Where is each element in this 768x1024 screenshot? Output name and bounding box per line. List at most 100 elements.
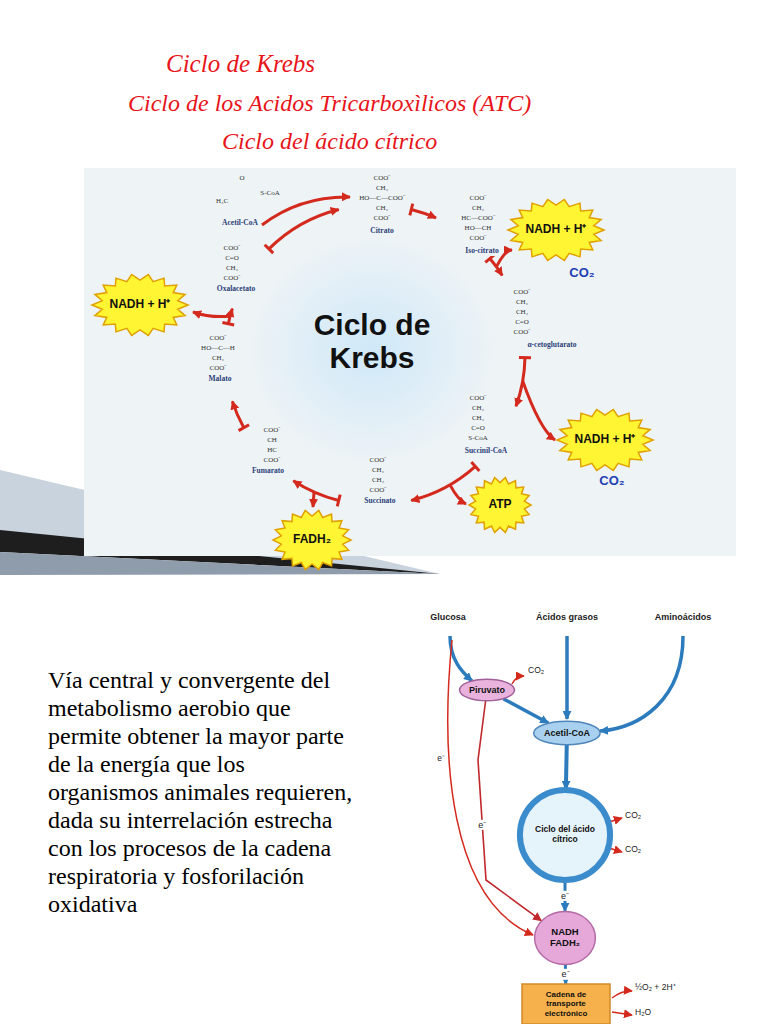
structure-formula: HO—C—H [200, 344, 236, 352]
structure-formula: COO⁻ [469, 234, 488, 242]
acetyl-coa-ellipse: Acetil-CoA [533, 721, 601, 745]
node-text: NADH + H⁺ [574, 433, 635, 447]
acetyl-entry-arrow [262, 197, 350, 225]
molecule-name: Fumarato [251, 467, 285, 476]
structure-formula: CH [266, 436, 278, 444]
node-text: NADH + H⁺ [525, 223, 586, 237]
electron-transport-box: Cadena de transporte electrónico [522, 984, 610, 1024]
structure-formula: C=O [224, 254, 240, 262]
nadh-starburst: NADH + H⁺ [92, 274, 188, 336]
node-text-block: NADH FADH₂ [547, 927, 583, 949]
node-text: ATP [488, 498, 511, 512]
edge-label: e⁻ [560, 891, 570, 901]
node-text-block: Ciclo del ácido cítrico [534, 825, 596, 845]
oxygen-arrow [612, 991, 632, 998]
star-shape [508, 199, 604, 260]
structure-formula: COO⁻ [373, 214, 392, 222]
molecule-name: Oxalacetato [216, 285, 256, 294]
cycle-arrow-tail [265, 245, 273, 253]
body-paragraph: Vía central y convergente del metabolism… [48, 666, 360, 918]
cycle-center-label: Ciclo de Krebs [297, 308, 447, 374]
node-text: Cadena de transporte electrónico [528, 990, 604, 1018]
structure-formula: CH₂ [515, 308, 529, 316]
electron-carrier-circle: NADH FADH₂ [534, 911, 596, 965]
structure-formula: COO⁻ [263, 426, 282, 434]
cycle-arrow-tail [519, 356, 531, 359]
branch-arrow [193, 312, 230, 317]
structure-formula: CH₂ [471, 204, 485, 212]
subtitle-line: Ciclo de los Acidos Tricarboxìlicos (ATC… [128, 90, 531, 118]
flow-note: CO₂ [527, 666, 545, 676]
flow-note: ½O₂ + 2H⁺ [634, 983, 677, 993]
electron-line [448, 640, 533, 935]
cycle-arrow [411, 209, 436, 218]
edge-label: e⁻ [477, 819, 487, 829]
node-text-block: NADH + H⁺ [574, 433, 635, 447]
co2-label: CO₂ [569, 266, 594, 281]
structure-formula: CH₂ [225, 264, 239, 272]
co2-arrow [512, 676, 524, 684]
node-text-block: Cadena de transporte electrónico [528, 990, 604, 1018]
node-text: Acetil-CoA [544, 728, 590, 738]
structure-formula: C=O [514, 318, 530, 326]
flow-connector [564, 745, 569, 789]
structure-formula: HC [266, 446, 278, 454]
molecule-name: Acetil-CoA [221, 219, 259, 228]
node-text-block: NADH + H⁺ [525, 223, 586, 237]
cycle-arrow-tail [471, 462, 479, 471]
ellipse-shape [535, 912, 596, 965]
cycle-arrow [293, 481, 338, 501]
molecule-name: α-cetoglutarato [526, 341, 577, 350]
structure-formula: COO⁻ [513, 328, 532, 336]
molecule-name: Succinil-CoA [464, 447, 509, 456]
nadh-starburst: NADH + H⁺ [508, 199, 604, 261]
structure-formula: COO⁻ [373, 174, 392, 182]
structure-formula: COO⁻ [469, 194, 488, 202]
structure-formula: S-CoA [259, 189, 280, 197]
star-shape [557, 409, 653, 470]
structure-formula: COO⁻ [209, 334, 228, 342]
node-text: NADH + H⁺ [109, 298, 170, 312]
molecule-name: Malato [208, 375, 233, 384]
structure-formula: COO⁻ [469, 394, 488, 402]
node-text: Ciclo del ácido cítrico [534, 825, 596, 845]
cycle-arrow [232, 401, 243, 427]
pyruvate-ellipse: Piruvato [459, 679, 515, 701]
cycle-arrow [411, 466, 475, 500]
subtitle-line: Ciclo del ácido cítrico [222, 128, 437, 156]
structure-formula: COO⁻ [369, 456, 388, 464]
nadh-starburst: NADH + H⁺ [557, 409, 653, 471]
glucose-arrow [450, 636, 472, 681]
branch-arrow [312, 492, 316, 507]
atp-starburst: ATP [469, 477, 531, 533]
node-text: NADH FADH₂ [547, 927, 583, 949]
node-text-block: Acetil-CoA [544, 728, 590, 738]
structure-formula: HC—COO⁻ [460, 214, 496, 222]
structure-formula: CH₂ [211, 354, 225, 362]
structure-formula: COO⁻ [369, 486, 388, 494]
structure-formula: HO—CH [464, 224, 493, 232]
structure-formula: COO⁻ [223, 274, 242, 282]
cycle-arrow-tail [239, 425, 249, 431]
structure-formula: HO—C—COO⁻ [358, 194, 406, 202]
amino-acid-arrow [600, 636, 683, 731]
ellipse-shape [534, 721, 600, 745]
citric-acid-cycle-circle: Ciclo del ácido cítrico [519, 789, 611, 881]
structure-formula: CH₂ [371, 466, 385, 474]
node-text-block: NADH + H⁺ [109, 298, 170, 312]
node-text-block: ATP [488, 498, 511, 512]
structure-formula: CH₂ [471, 414, 485, 422]
structure-formula: O [238, 174, 245, 182]
co2-label: CO₂ [599, 474, 624, 489]
flow-note: CO₂ [624, 845, 642, 855]
ellipse-shape [460, 679, 515, 701]
node-text-block: FADH₂ [293, 533, 331, 547]
structure-formula: H₃C [215, 197, 229, 205]
structure-formula: COO⁻ [209, 364, 228, 372]
structure-formula: COO⁻ [513, 288, 532, 296]
source-label: Aminoácidos [655, 612, 712, 622]
center-glow [247, 235, 497, 465]
ellipse-shape [520, 790, 610, 880]
structure-formula: COO⁻ [223, 244, 242, 252]
fadh2-starburst: FADH₂ [273, 510, 351, 570]
